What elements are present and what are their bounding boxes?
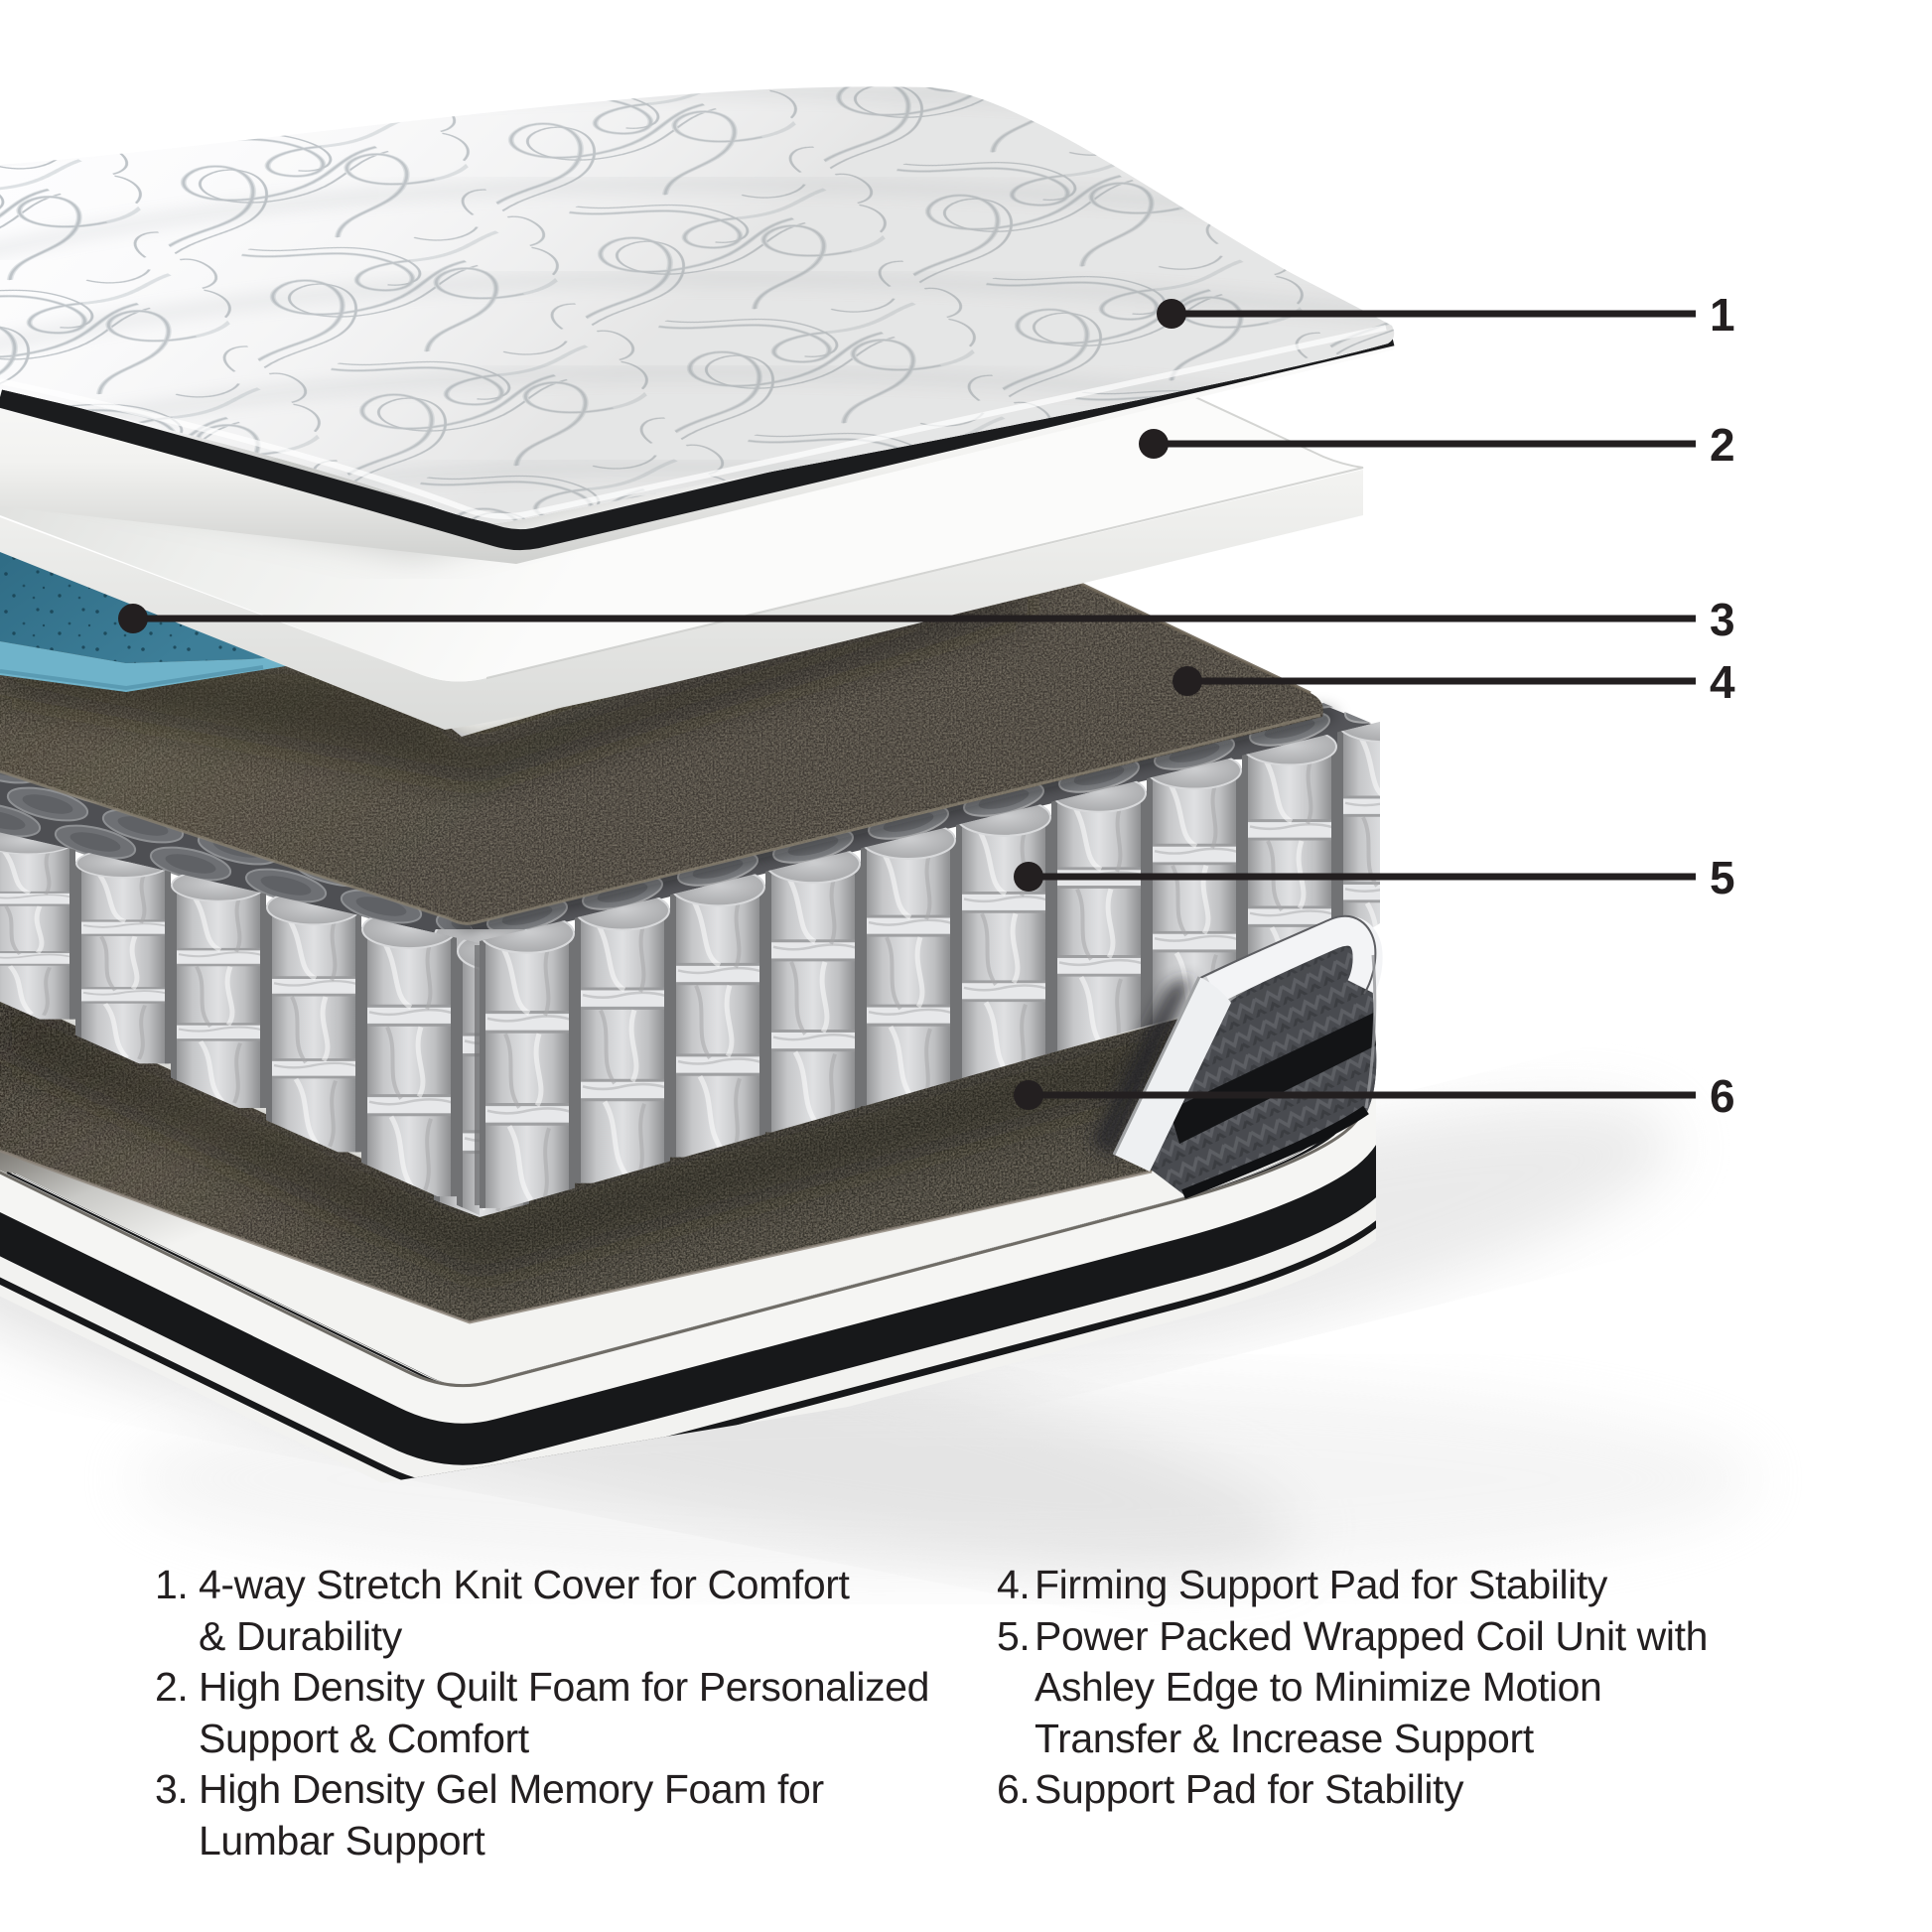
svg-text:3.: 3. <box>155 1766 188 1812</box>
svg-text:High Density Quilt Foam for Pe: High Density Quilt Foam for Personalized <box>199 1664 929 1710</box>
svg-text:Lumbar Support: Lumbar Support <box>199 1818 485 1863</box>
svg-text:6: 6 <box>1710 1070 1735 1122</box>
svg-text:4.: 4. <box>997 1562 1030 1607</box>
svg-text:Firming Support Pad for Stabil: Firming Support Pad for Stability <box>1035 1562 1608 1607</box>
svg-text:5: 5 <box>1710 852 1735 903</box>
svg-text:4-way Stretch Knit Cover for C: 4-way Stretch Knit Cover for Comfort <box>199 1562 850 1607</box>
svg-text:1: 1 <box>1710 289 1735 341</box>
svg-text:Power Packed Wrapped Coil Unit: Power Packed Wrapped Coil Unit with <box>1035 1613 1708 1659</box>
svg-text:1.: 1. <box>155 1562 188 1607</box>
svg-text:3: 3 <box>1710 594 1735 645</box>
svg-text:5.: 5. <box>997 1613 1030 1659</box>
svg-text:Transfer & Increase Support: Transfer & Increase Support <box>1035 1716 1535 1761</box>
svg-text:Ashley Edge to Minimize Motion: Ashley Edge to Minimize Motion <box>1035 1664 1601 1710</box>
svg-text:Support Pad for Stability: Support Pad for Stability <box>1035 1766 1464 1812</box>
svg-text:& Durability: & Durability <box>199 1613 403 1659</box>
svg-text:4: 4 <box>1710 656 1735 708</box>
svg-text:2.: 2. <box>155 1664 188 1710</box>
svg-text:6.: 6. <box>997 1766 1030 1812</box>
svg-text:2: 2 <box>1710 419 1735 471</box>
svg-text:Support & Comfort: Support & Comfort <box>199 1716 530 1761</box>
svg-text:High Density Gel Memory Foam f: High Density Gel Memory Foam for <box>199 1766 824 1812</box>
